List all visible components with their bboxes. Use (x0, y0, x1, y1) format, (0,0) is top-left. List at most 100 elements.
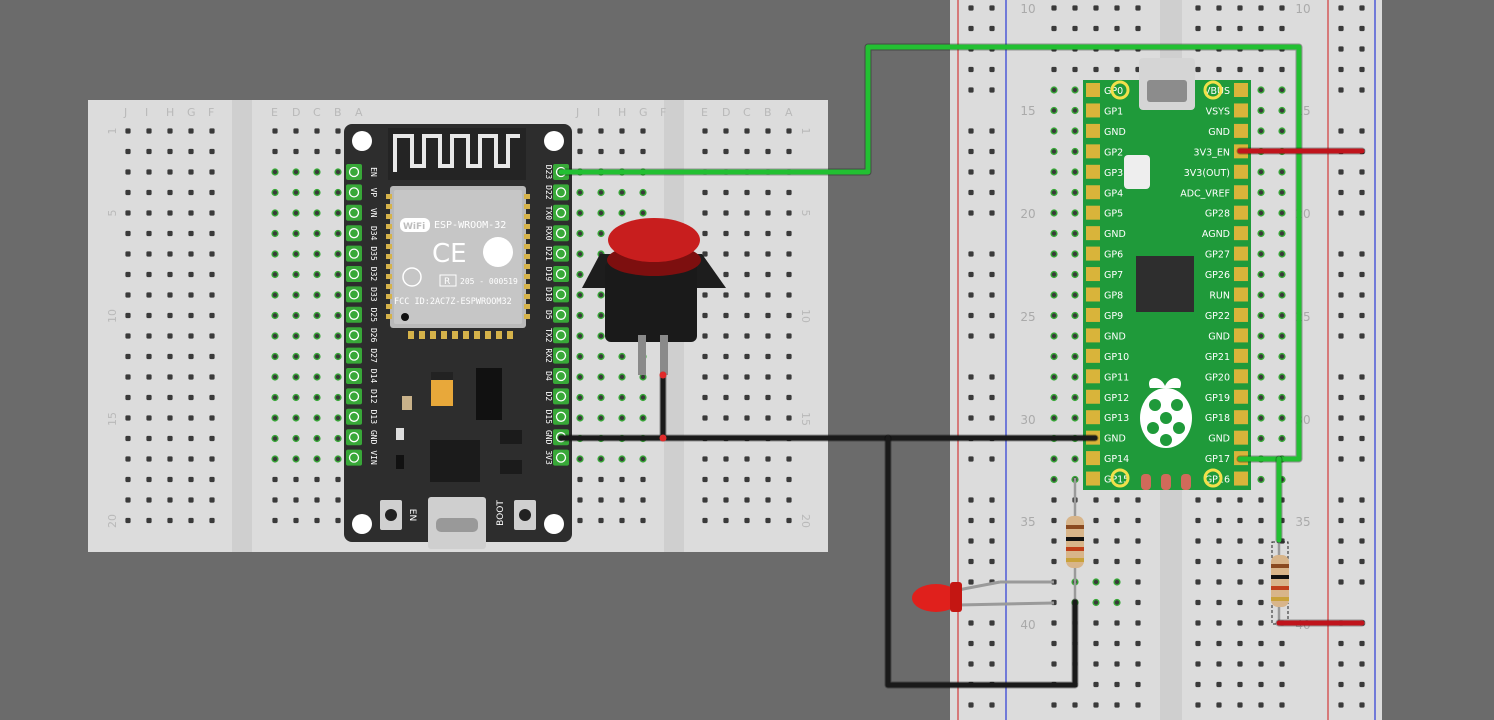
pin-label: GP12 (1104, 393, 1129, 404)
hole (209, 517, 215, 524)
hole (188, 210, 194, 216)
hole-center (314, 456, 320, 462)
row-number: 20 (1020, 207, 1035, 221)
module-pad (430, 331, 436, 339)
hole-center (1279, 272, 1285, 277)
pushbutton-cap (608, 218, 700, 262)
hole-center (1051, 169, 1057, 175)
hole (1114, 558, 1120, 565)
hole (1135, 599, 1141, 606)
hole (1135, 579, 1141, 585)
header-pin-ring (555, 228, 567, 239)
hole (1216, 640, 1222, 647)
hole (1195, 558, 1201, 565)
hole (1258, 517, 1264, 524)
header-pin-ring (555, 370, 567, 382)
hole (146, 271, 152, 278)
header-pin (553, 388, 569, 405)
hole (1216, 702, 1222, 708)
hole (640, 476, 646, 483)
hole (1072, 5, 1078, 11)
castellated-pad (1234, 430, 1248, 445)
module-pad (463, 331, 469, 339)
hole (1359, 538, 1365, 544)
row-letter: E (271, 106, 278, 119)
hole (209, 456, 215, 462)
hole (1359, 46, 1365, 52)
hole (744, 374, 750, 380)
hole (968, 394, 974, 401)
hole (1195, 640, 1201, 647)
hole (1338, 538, 1344, 544)
hole (577, 497, 583, 503)
hole (786, 251, 792, 257)
pin-label: D26 (369, 328, 378, 343)
en-button-cap (385, 509, 397, 521)
hole-center (293, 456, 299, 462)
hole (1338, 312, 1344, 319)
pin-label: TX0 (544, 206, 553, 221)
hole-center (335, 313, 341, 318)
hole (167, 517, 173, 524)
usb-opening (436, 518, 478, 532)
hole (786, 333, 792, 339)
hole (335, 517, 341, 524)
hole (702, 210, 708, 216)
hole (1237, 558, 1243, 565)
hole (786, 476, 792, 483)
hole-center (335, 292, 341, 298)
castellated-pad (1234, 348, 1248, 363)
hole (1338, 394, 1344, 401)
pin-label: GP5 (1104, 209, 1123, 220)
pin-label: GND (1104, 331, 1126, 342)
module-pad (386, 194, 392, 199)
hole (209, 271, 215, 278)
hole (989, 640, 995, 647)
hole (1051, 25, 1057, 32)
hole-center (1072, 333, 1078, 339)
hole-center (1072, 128, 1078, 134)
castellated-pad (1086, 287, 1100, 302)
hole (146, 394, 152, 401)
hole (765, 271, 771, 278)
header-pin-ring (348, 309, 360, 320)
hole (786, 374, 792, 380)
hole (1195, 681, 1201, 688)
hole (1237, 599, 1243, 606)
pin-label: VP (369, 188, 378, 198)
hole (702, 292, 708, 298)
pin-label: D14 (369, 369, 378, 384)
header-pin-ring (348, 370, 360, 382)
hole-center (1279, 374, 1285, 380)
pin-label: GND (1104, 229, 1126, 240)
resistor-band (1271, 575, 1289, 579)
hole (1072, 66, 1078, 73)
header-pin-ring (555, 248, 567, 259)
hole (968, 251, 974, 257)
castellated-pad (1234, 226, 1248, 241)
hole (209, 435, 215, 442)
hole (968, 87, 974, 93)
hole (167, 415, 173, 421)
row-letter: B (334, 106, 342, 119)
row-number: 10 (1020, 2, 1035, 16)
hole (765, 476, 771, 483)
hole (1195, 538, 1201, 544)
hole (1135, 620, 1141, 626)
hole-center (1093, 600, 1099, 605)
hole-center (640, 374, 646, 380)
hole (702, 230, 708, 237)
hole-center (619, 395, 625, 400)
red-led (912, 584, 960, 612)
hole-center (293, 415, 299, 421)
hole (577, 128, 583, 134)
header-pin (553, 408, 569, 425)
hole (989, 189, 995, 196)
hole-center (1051, 128, 1057, 134)
hole (1195, 579, 1201, 585)
castellated-pad (1234, 83, 1248, 97)
hole-center (1279, 128, 1285, 134)
hole (765, 230, 771, 237)
module-pad (386, 274, 392, 279)
